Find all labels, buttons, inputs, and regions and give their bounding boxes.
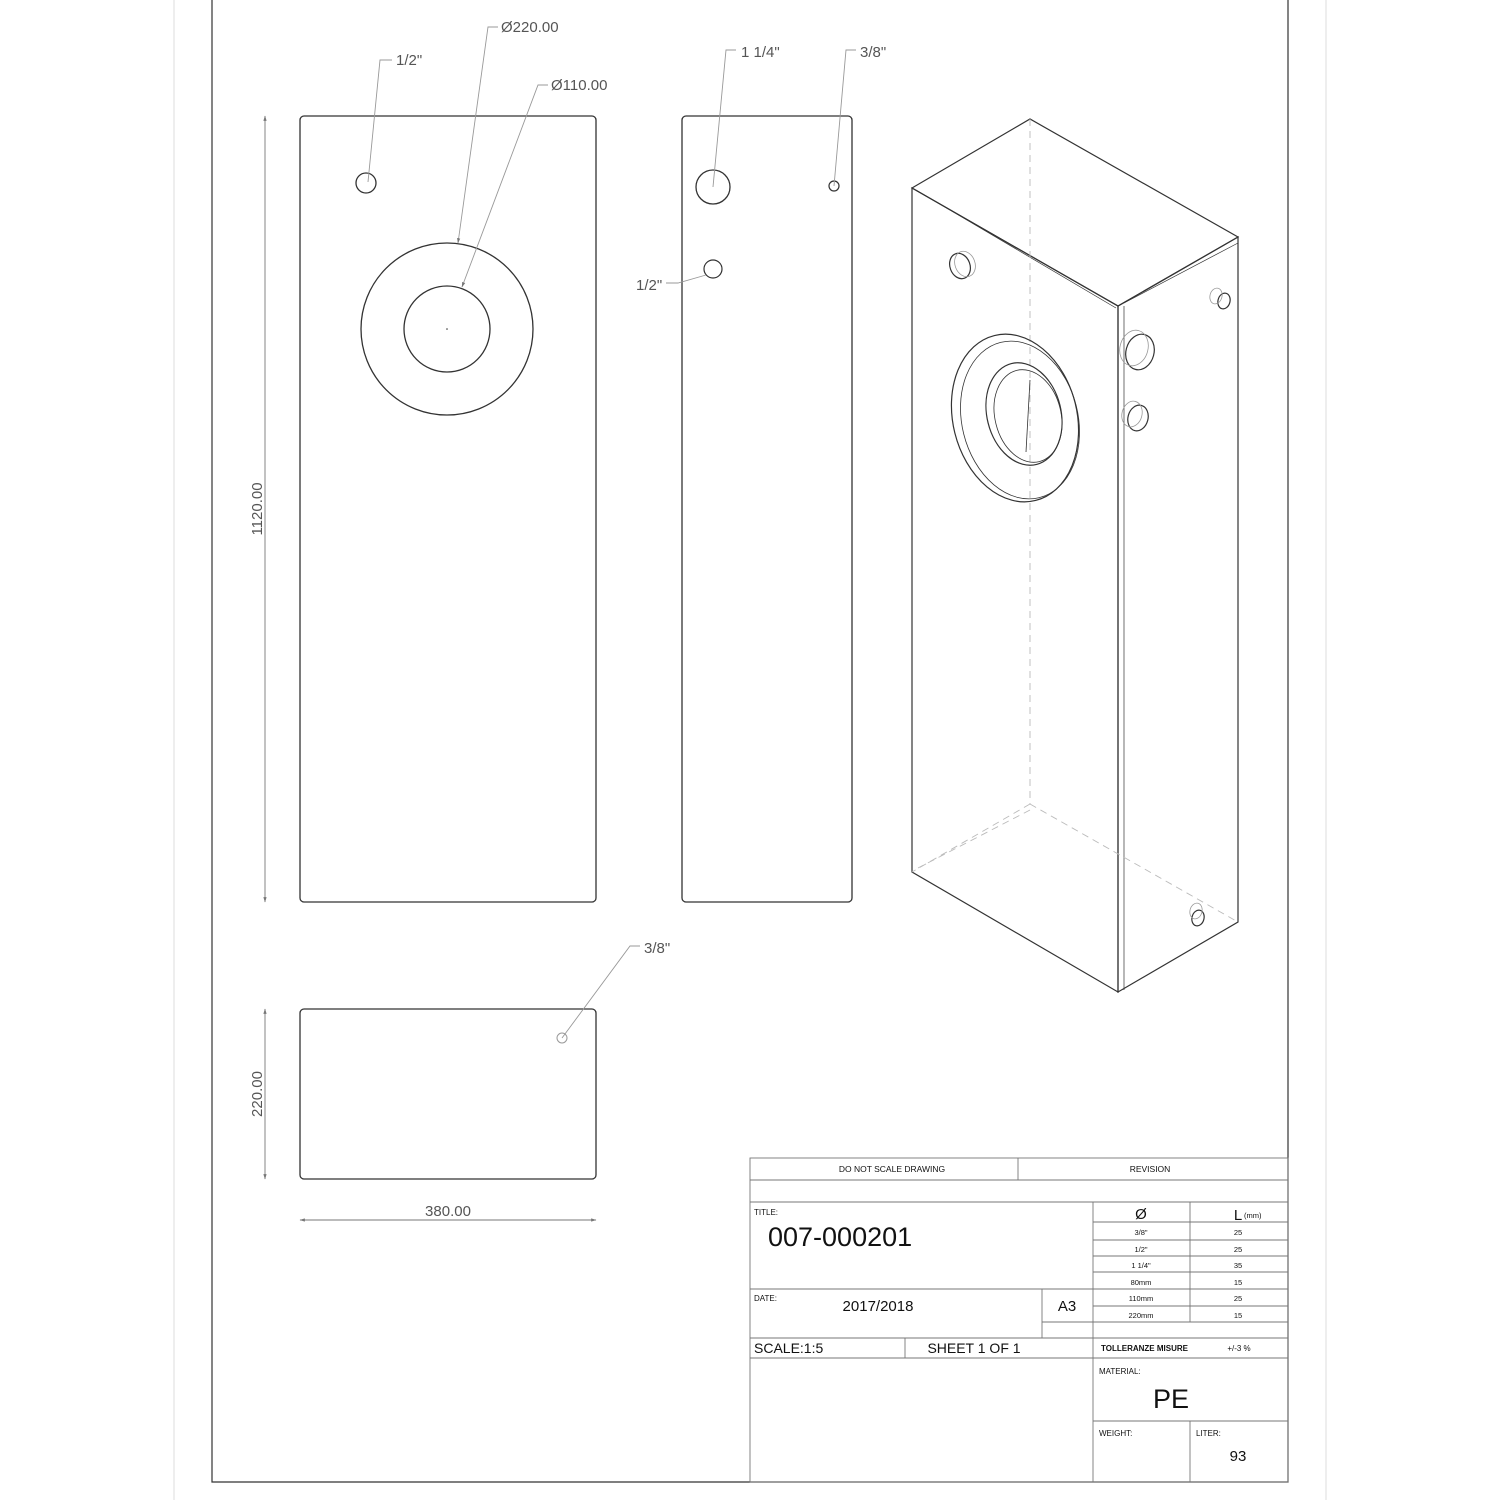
- side-view: 1 1/4" 3/8" 1/2": [636, 44, 886, 903]
- side-mid-port-label: 1/2": [636, 277, 662, 294]
- date-value: 2017/2018: [843, 1298, 914, 1315]
- leader-outer-dia: [457, 26, 498, 244]
- bottom-port-label: 3/8": [644, 940, 670, 957]
- table-header-length: L: [1234, 1207, 1242, 1224]
- bottom-view: 3/8" 220.00 380.00: [249, 940, 670, 1222]
- row-len: 25: [1234, 1228, 1242, 1237]
- iso-fitting-right-large: [1119, 329, 1155, 371]
- bottom-view-outline: [299, 1008, 597, 1180]
- leader-side-mid: [666, 274, 707, 284]
- sheet-value: SHEET 1 OF 1: [927, 1340, 1020, 1356]
- row-dia: 220mm: [1128, 1311, 1153, 1320]
- scale-value: SCALE:1:5: [754, 1340, 823, 1356]
- iso-fitting-bottom: [1189, 902, 1205, 927]
- row-len: 25: [1234, 1245, 1242, 1254]
- leader-side-large: [712, 49, 736, 188]
- side-port-mid: [703, 259, 723, 279]
- row-dia: 1/2": [1134, 1245, 1147, 1254]
- row-dia: 80mm: [1131, 1278, 1152, 1287]
- title-block-frame: [749, 1157, 1289, 1483]
- iso-hidden-edges: [911, 119, 1239, 923]
- inner-diameter-label: Ø110.00: [551, 77, 607, 94]
- iso-fitting-right-mid: [1121, 400, 1149, 432]
- title-block: [749, 1157, 1289, 1483]
- center-mark: [446, 328, 448, 330]
- table-header-unit: (mm): [1244, 1211, 1262, 1220]
- iso-front-face: [911, 186, 1119, 994]
- title-label: TITLE:: [754, 1208, 778, 1217]
- table-header-diameter: Ø: [1135, 1206, 1147, 1223]
- title-block-text: DO NOT SCALE DRAWING REVISION TITLE: 007…: [754, 1164, 1262, 1465]
- iso-top-edge-offset: [915, 189, 1117, 309]
- tolerance-label: TOLLERANZE MISURE: [1101, 1344, 1189, 1353]
- outer-diameter-label: Ø220.00: [501, 19, 559, 36]
- side-small-port-label: 3/8": [860, 44, 886, 61]
- row-len: 35: [1234, 1261, 1242, 1270]
- row-len: 15: [1234, 1311, 1242, 1320]
- bottom-port: [556, 1032, 568, 1044]
- row-dia: 1 1/4": [1131, 1261, 1151, 1270]
- iso-right-top-offset: [1123, 242, 1239, 304]
- row-len: 15: [1234, 1278, 1242, 1287]
- width-dimension-label: 380.00: [425, 1203, 471, 1220]
- material-label: MATERIAL:: [1099, 1367, 1141, 1376]
- revision-label: REVISION: [1130, 1164, 1171, 1174]
- liter-label: LITER:: [1196, 1429, 1221, 1438]
- height-dimension-label: 1120.00: [249, 482, 266, 535]
- inner-opening-circle: [403, 285, 491, 373]
- front-view-outline: [299, 115, 597, 903]
- do-not-scale-label: DO NOT SCALE DRAWING: [839, 1164, 945, 1174]
- front-port-half-inch: [355, 172, 377, 194]
- date-label: DATE:: [754, 1294, 777, 1303]
- front-port-label: 1/2": [396, 52, 422, 69]
- iso-top-face: [910, 118, 1240, 307]
- row-dia: 3/8": [1134, 1228, 1147, 1237]
- row-len: 25: [1234, 1294, 1242, 1303]
- side-large-port-label: 1 1/4": [741, 44, 780, 61]
- leader-front-port: [367, 59, 392, 183]
- iso-fitting-front-left: [949, 250, 976, 280]
- front-view: 1/2" Ø220.00 Ø110.00 1120.00: [249, 19, 607, 903]
- row-dia: 110mm: [1129, 1294, 1153, 1303]
- leader-side-small: [833, 49, 856, 187]
- side-view-outline: [681, 115, 853, 903]
- iso-right-face: [1117, 235, 1239, 994]
- weight-label: WEIGHT:: [1099, 1429, 1132, 1438]
- side-port-large: [695, 169, 731, 205]
- iso-flange: [950, 333, 1080, 503]
- bottom-height-dimension-label: 220.00: [249, 1071, 266, 1117]
- material-value: PE: [1153, 1384, 1189, 1414]
- tolerance-value: +/-3 %: [1227, 1344, 1250, 1353]
- drawing-title: 007-000201: [768, 1222, 912, 1252]
- isometric-view: [910, 118, 1240, 994]
- leader-bottom-port: [561, 945, 640, 1039]
- iso-fitting-right-top: [1209, 287, 1231, 310]
- outer-flange-circle: [360, 242, 534, 416]
- leader-inner-dia: [461, 84, 548, 288]
- liter-value: 93: [1230, 1448, 1247, 1465]
- format-value: A3: [1058, 1298, 1076, 1315]
